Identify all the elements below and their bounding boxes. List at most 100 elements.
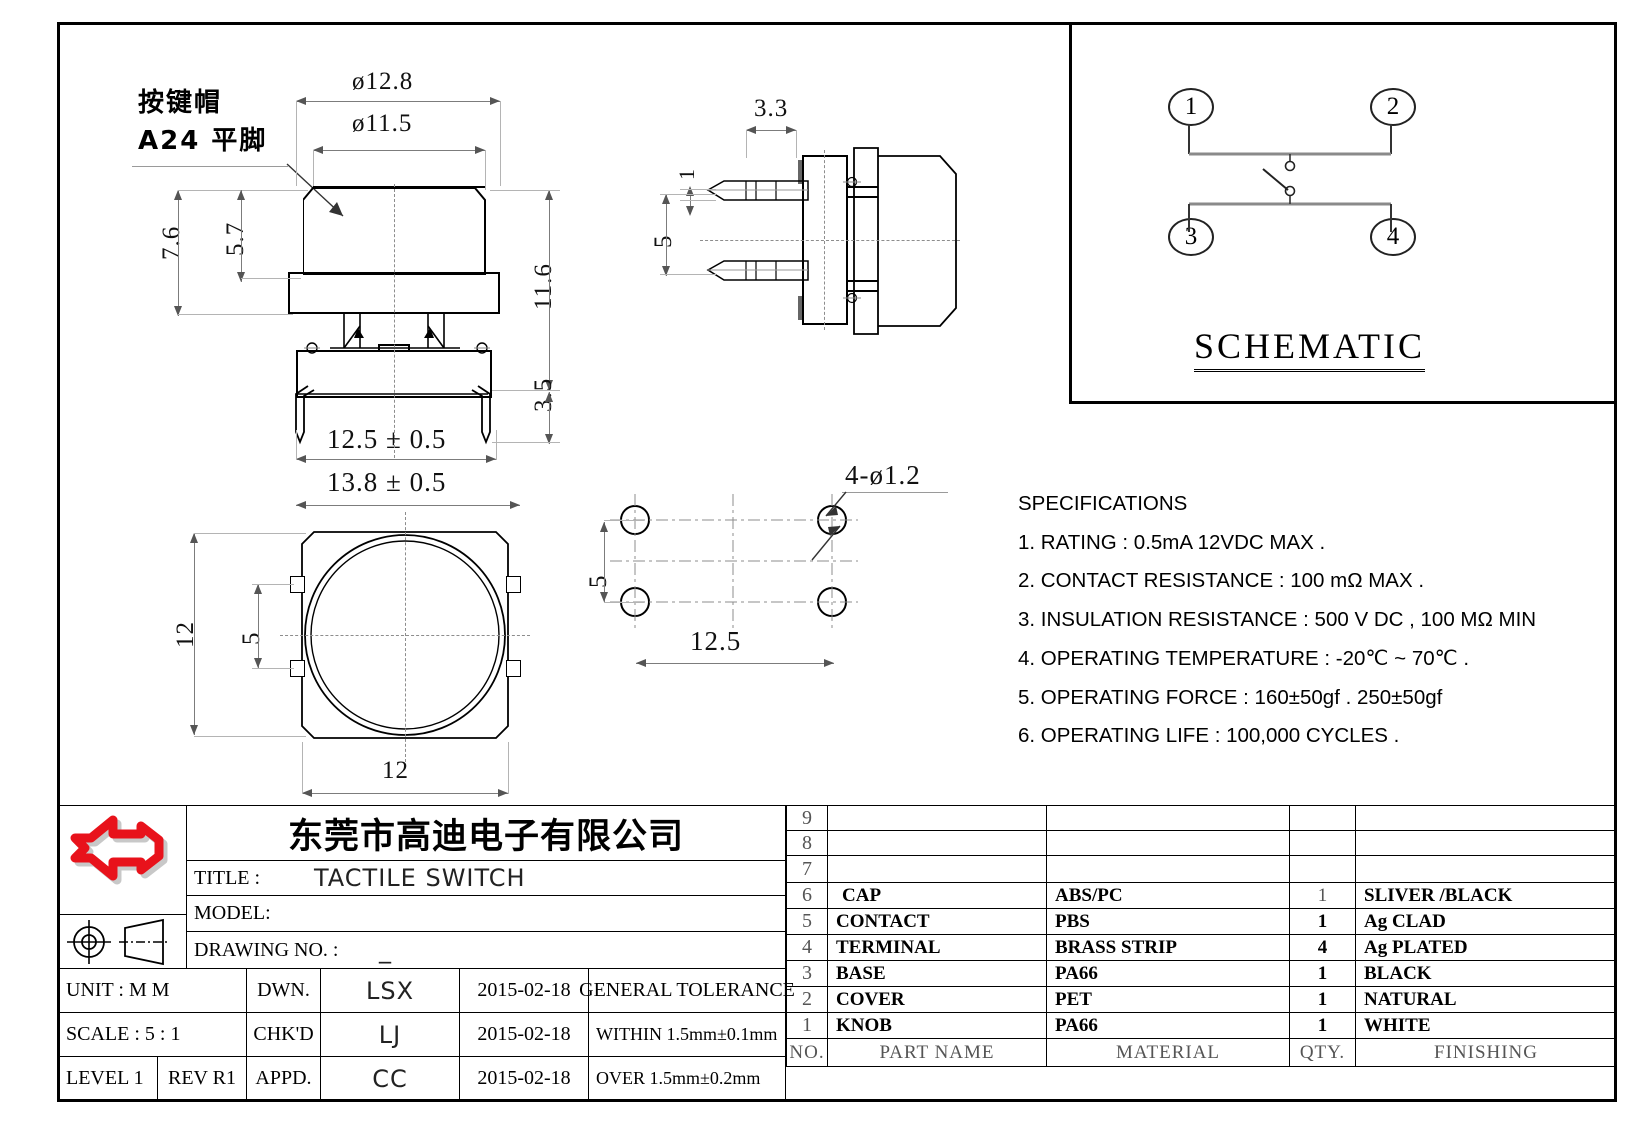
bom-material-3: PA66 bbox=[1046, 960, 1290, 987]
dim-flange-width-tol: 13.8 ± 0.5 bbox=[327, 467, 447, 497]
level-cell: LEVEL 1 bbox=[58, 1056, 158, 1101]
schematic-pin-1: 1 bbox=[1168, 88, 1214, 126]
spec-item-5: 5. OPERATING FORCE : 160±50gf . 250±50gf bbox=[1018, 685, 1443, 709]
bom-qty-6: 1 bbox=[1289, 882, 1356, 909]
company-logo-icon bbox=[70, 815, 168, 885]
bom-material-8 bbox=[1046, 830, 1290, 856]
schematic-pin-3: 3 bbox=[1168, 218, 1214, 256]
unit-cell: UNIT : M M bbox=[58, 968, 247, 1013]
bom-part-3: BASE bbox=[827, 960, 1047, 987]
bom-header-qty: QTY. bbox=[1289, 1038, 1356, 1067]
name-dwn: LSX bbox=[320, 968, 460, 1013]
role-dwn: DWN. bbox=[246, 968, 321, 1013]
hole-leader-2 bbox=[811, 525, 841, 561]
bom-finishing-8 bbox=[1355, 830, 1617, 856]
bom-qty-3: 1 bbox=[1289, 960, 1356, 987]
bom-qty-1: 1 bbox=[1289, 1012, 1356, 1039]
bom-qty-5: 1 bbox=[1289, 908, 1356, 935]
spec-item-2: 2. CONTACT RESISTANCE : 100 mΩ MAX . bbox=[1018, 569, 1425, 592]
title-block: 东莞市高迪电子有限公司 TITLE : TACTILE SWITCH MODEL… bbox=[58, 805, 795, 1101]
dim-terminal-pitch: 5 bbox=[238, 631, 265, 646]
tolerance-header: GENERAL TOLERANCE bbox=[579, 968, 795, 1013]
cap-note-line2: A24 平脚 bbox=[138, 126, 268, 156]
bom-finishing-9 bbox=[1355, 805, 1617, 831]
bom-qty-7 bbox=[1289, 855, 1356, 883]
name-chkd: LJ bbox=[320, 1012, 460, 1057]
dim-line-cap-outer bbox=[296, 101, 500, 102]
switch-leads bbox=[295, 385, 491, 445]
scale-cell: SCALE : 5 : 1 bbox=[58, 1012, 247, 1057]
dim-body-width: 12 bbox=[382, 757, 409, 784]
title-value: TACTILE SWITCH bbox=[314, 864, 526, 892]
bom-qty-9 bbox=[1289, 805, 1356, 831]
bom-no-1: 1 bbox=[786, 1012, 828, 1039]
date-appd: 2015-02-18 bbox=[459, 1056, 589, 1101]
bom-material-1: PA66 bbox=[1046, 1012, 1290, 1039]
cap-outline bbox=[303, 187, 486, 275]
schematic-left-divider bbox=[1069, 22, 1072, 404]
dim-line-cap-inner bbox=[313, 150, 485, 151]
projection-symbol-cell bbox=[58, 914, 187, 969]
bom-header-material: MATERIAL bbox=[1046, 1038, 1290, 1067]
bom-finishing-5: Ag CLAD bbox=[1355, 908, 1617, 935]
dim-lead-length: 3.5 bbox=[530, 377, 557, 412]
bom-material-6: ABS/PC bbox=[1046, 882, 1290, 909]
bom-part-2: COVER bbox=[827, 986, 1047, 1013]
bom-material-5: PBS bbox=[1046, 908, 1290, 935]
schematic-bottom-divider bbox=[1069, 401, 1617, 404]
rivets bbox=[304, 342, 490, 354]
drawing-no-value: _ bbox=[379, 936, 392, 964]
bom-finishing-1: WHITE bbox=[1355, 1012, 1617, 1039]
rev-cell: REV R1 bbox=[157, 1056, 247, 1101]
bom-no-5: 5 bbox=[786, 908, 828, 935]
role-appd: APPD. bbox=[246, 1056, 321, 1101]
bom-part-4: TERMINAL bbox=[827, 934, 1047, 961]
role-chkd: CHK'D bbox=[246, 1012, 321, 1057]
side-rivets bbox=[843, 176, 861, 304]
bom-part-6: CAP bbox=[827, 882, 1047, 909]
date-chkd: 2015-02-18 bbox=[459, 1012, 589, 1057]
bom-no-2: 2 bbox=[786, 986, 828, 1013]
side-terminal-bottom bbox=[706, 260, 809, 281]
bom-material-4: BRASS STRIP bbox=[1046, 934, 1290, 961]
drawing-frame bbox=[57, 22, 1617, 1102]
dim-body-height: 12 bbox=[172, 621, 199, 648]
bom-no-6: 6 bbox=[786, 882, 828, 909]
schematic-pin-2: 2 bbox=[1370, 88, 1416, 126]
spec-item-4: 4. OPERATING TEMPERATURE : -20℃ ~ 70℃ . bbox=[1018, 647, 1470, 670]
bom-header-no: NO. bbox=[786, 1038, 828, 1067]
cap-note-line1: 按键帽 bbox=[138, 88, 223, 118]
bom-part-7 bbox=[827, 855, 1047, 883]
bom-table: 9 8 7 6 CAP ABS/PC 1 SLIVER /BLACK 5 CON… bbox=[786, 805, 1617, 1101]
dim-cap-inner: ø11.5 bbox=[352, 110, 413, 137]
side-cap-profile bbox=[853, 147, 957, 335]
bom-qty-2: 1 bbox=[1289, 986, 1356, 1013]
hole-leader bbox=[825, 491, 847, 517]
bom-finishing-6: SLIVER /BLACK bbox=[1355, 882, 1617, 909]
bom-finishing-4: Ag PLATED bbox=[1355, 934, 1617, 961]
first-angle-projection-icon bbox=[66, 918, 169, 965]
specs-heading: SPECIFICATIONS bbox=[1018, 492, 1188, 515]
bom-no-3: 3 bbox=[786, 960, 828, 987]
tolerance-over: OVER 1.5mm±0.2mm bbox=[588, 1056, 786, 1101]
logo-cell bbox=[58, 805, 187, 915]
dim-hole-pitch-v: 5 bbox=[585, 574, 612, 589]
bom-header-part: PART NAME bbox=[827, 1038, 1047, 1067]
drawing-no-label: DRAWING NO. : bbox=[194, 938, 339, 961]
dim-total-height: 7.6 bbox=[158, 225, 185, 260]
leader-horizontal bbox=[132, 166, 288, 167]
bom-header-finishing: FINISHING bbox=[1355, 1038, 1617, 1067]
bom-no-9: 9 bbox=[786, 805, 828, 831]
dim-hole-pitch-h: 12.5 bbox=[690, 626, 742, 656]
company-name: 东莞市高迪电子有限公司 bbox=[186, 805, 786, 861]
date-dwn: 2015-02-18 bbox=[459, 968, 589, 1013]
bom-part-5: CONTACT bbox=[827, 908, 1047, 935]
bom-qty-4: 4 bbox=[1289, 934, 1356, 961]
schematic-pin-4: 4 bbox=[1370, 218, 1416, 256]
dim-overall-height: 11.6 bbox=[530, 263, 557, 310]
dim-cap-outer: ø12.8 bbox=[352, 68, 414, 95]
bom-part-8 bbox=[827, 830, 1047, 856]
spec-item-6: 6. OPERATING LIFE : 100,000 CYCLES . bbox=[1018, 724, 1400, 747]
dim-pin-pitch: 5 bbox=[650, 234, 677, 249]
